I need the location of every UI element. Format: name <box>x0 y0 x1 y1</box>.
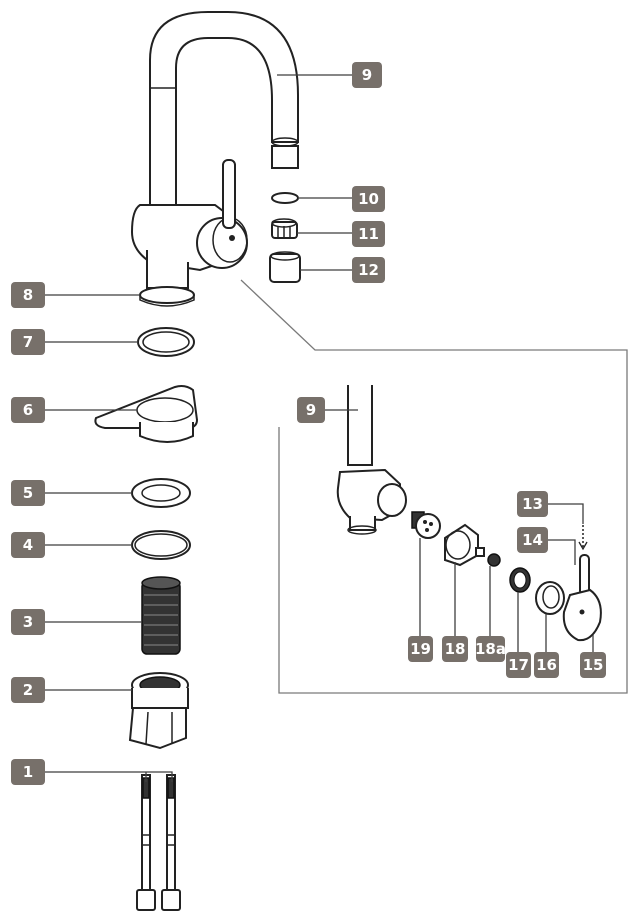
detail-screw-13 <box>578 525 588 551</box>
callout-6: 6 <box>11 397 45 423</box>
svg-text:12: 12 <box>358 261 379 279</box>
detail-diverter <box>411 511 441 539</box>
callout-1: 1 <box>11 759 45 785</box>
callout-10: 10 <box>352 186 385 212</box>
svg-text:9: 9 <box>362 66 372 84</box>
detail-washer-18a <box>487 553 501 567</box>
callout-11: 11 <box>352 221 385 247</box>
flat-washer <box>131 478 191 508</box>
callout-detail-9: 9 <box>297 397 325 423</box>
svg-text:3: 3 <box>23 613 33 631</box>
callout-9: 9 <box>352 62 382 88</box>
detail-ring-17 <box>509 567 531 593</box>
o-ring <box>131 530 191 560</box>
svg-text:4: 4 <box>23 536 33 554</box>
svg-text:18a: 18a <box>475 640 506 658</box>
svg-text:14: 14 <box>522 531 543 549</box>
callout-2: 2 <box>11 677 45 703</box>
svg-text:1: 1 <box>23 763 33 781</box>
callout-12: 12 <box>352 257 385 283</box>
svg-text:11: 11 <box>358 225 379 243</box>
supply-hoses <box>136 774 181 911</box>
aerator-washer <box>271 192 299 204</box>
detail-view-frame <box>240 279 628 694</box>
callout-5: 5 <box>11 480 45 506</box>
detail-cartridge <box>444 523 485 567</box>
mounting-nut <box>128 672 189 750</box>
callout-16: 16 <box>534 652 559 678</box>
svg-text:10: 10 <box>358 190 379 208</box>
svg-text:17: 17 <box>508 656 529 674</box>
threaded-shank <box>141 576 181 655</box>
faucet-body <box>130 159 248 289</box>
svg-text:6: 6 <box>23 401 33 419</box>
svg-text:18: 18 <box>445 640 466 658</box>
svg-text:2: 2 <box>23 681 33 699</box>
callout-15: 15 <box>580 652 606 678</box>
gasket-ring <box>137 327 195 357</box>
callout-19: 19 <box>408 636 433 662</box>
svg-text:13: 13 <box>522 495 543 513</box>
callout-7: 7 <box>11 329 45 355</box>
callout-4: 4 <box>11 532 45 558</box>
detail-cover-16 <box>535 581 565 615</box>
svg-text:8: 8 <box>23 286 33 304</box>
svg-text:9: 9 <box>306 401 316 419</box>
leader-lines <box>45 74 594 782</box>
svg-text:19: 19 <box>410 640 431 658</box>
svg-text:7: 7 <box>23 333 33 351</box>
callout-8: 8 <box>11 282 45 308</box>
aerator-housing <box>269 251 301 283</box>
callout-18a: 18a <box>475 636 506 662</box>
detail-handle-15 <box>562 554 602 642</box>
callout-14: 14 <box>517 527 548 553</box>
base-ring <box>139 286 195 307</box>
faucet-spout <box>149 11 299 206</box>
svg-text:5: 5 <box>23 484 33 502</box>
mounting-plate <box>94 385 199 443</box>
detail-spout-body <box>336 385 407 535</box>
svg-text:16: 16 <box>536 656 557 674</box>
callout-3: 3 <box>11 609 45 635</box>
aerator-insert <box>271 218 298 239</box>
callout-17: 17 <box>506 652 531 678</box>
callout-18: 18 <box>442 636 468 662</box>
svg-text:15: 15 <box>583 656 604 674</box>
callout-13: 13 <box>517 491 548 517</box>
